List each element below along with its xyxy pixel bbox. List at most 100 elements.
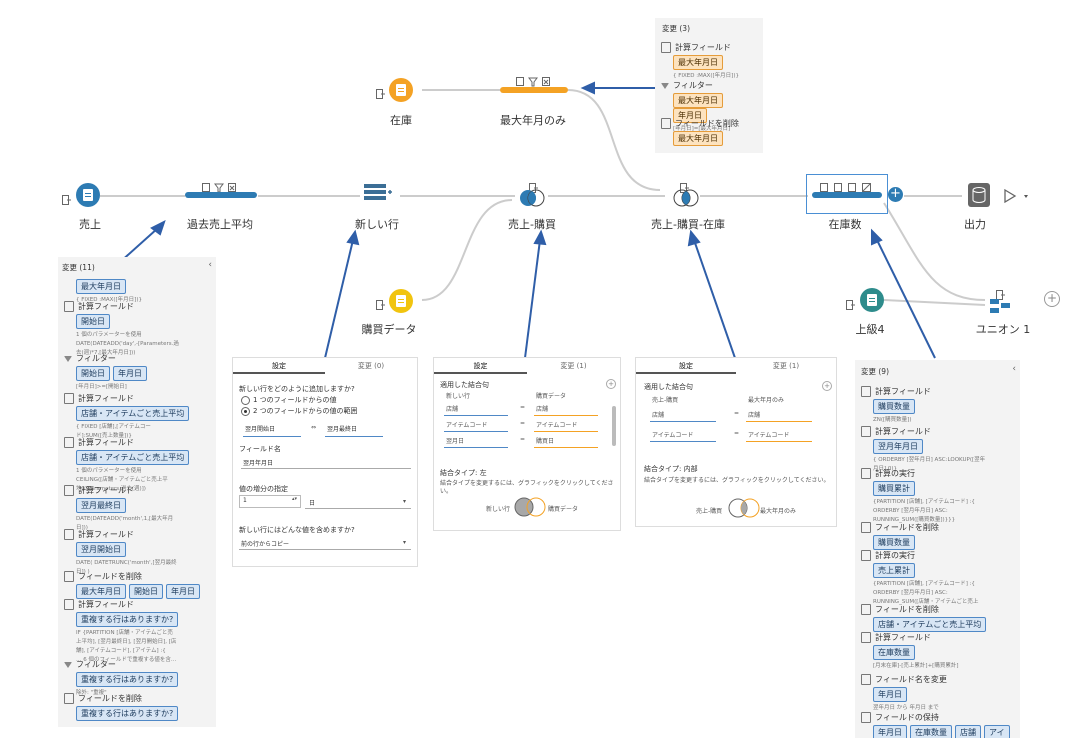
new-rows-step-icon[interactable] [364,184,392,208]
join-right-field[interactable]: 店舗 [748,412,761,419]
increment-stepper[interactable]: 1 ▴▾ [239,495,301,508]
scrollbar[interactable] [612,406,616,446]
change-item[interactable]: 計算フィールド重複する行はありますか?IF {PARTITION [店舗・アイテ… [64,599,212,663]
field-name-input[interactable]: 翌月年月日 [243,460,274,467]
fill-method-select[interactable]: 前の行からコピー [241,541,290,548]
joukyu-node-icon[interactable] [860,288,884,312]
zaiko-node-label[interactable]: 在庫 [390,114,412,127]
join-right-field[interactable]: 店舗 [536,406,549,413]
tab-settings[interactable]: 設定 [636,358,736,374]
add-step-plus-icon[interactable]: + [888,187,903,202]
uriage-node-icon[interactable] [76,183,100,207]
panel-title: 変更 (11) [62,263,95,272]
inner-join-icon[interactable] [672,189,702,211]
change-item[interactable]: 計算フィールド店舗・アイテムごと売上平均{ FIXED [店舗],[アイテムコー… [64,393,212,439]
saidai-node-bar[interactable] [500,87,568,93]
changes-panel-saidai: 変更 (3) 計算フィールド 最大年月日 { FIXED :MAX([年月日])… [655,18,763,153]
chevron-down-icon[interactable]: ▾ [403,539,407,546]
add-clause-icon[interactable]: + [822,381,832,391]
atarashii-node-label[interactable]: 新しい行 [355,218,399,231]
saidai-node-label[interactable]: 最大年月のみ [500,114,566,127]
tab-settings[interactable]: 設定 [233,358,325,374]
field-name-underline [241,468,411,469]
change-item[interactable]: フィールドを削除 最大年月日 [661,118,759,146]
change-item[interactable]: フィールドを削除購買数量 [861,522,1016,550]
change-item[interactable]: フィールドを削除最大年月日開始日年月日 [64,571,212,599]
change-item[interactable]: フィールドを削除店舗・アイテムごと売上平均 [861,604,1016,632]
tab-settings[interactable]: 設定 [434,358,527,374]
collapse-chevron-icon[interactable]: ‹ [1012,364,1016,374]
tab-changes[interactable]: 変更 (1) [560,362,587,370]
change-detail: RUNNING_SUM([店舗・アイテムごと売上 [873,599,979,605]
joukyu-node-label[interactable]: 上級4 [855,323,885,336]
range-to-field[interactable]: 翌月最終日 [327,426,358,433]
zaikosu-node-selection[interactable] [806,174,888,214]
inner-join-venn-icon[interactable] [726,498,762,520]
zaiko-node-icon[interactable] [389,78,413,102]
join-left-field[interactable]: 翌月日 [446,438,465,445]
change-item[interactable]: フィルター 最大年月日年月日 [年月日]=[最大年月日] [661,80,759,132]
change-item[interactable]: 最大年月日{ FIXED :MAX([年月日])} [64,277,212,303]
change-type: 計算フィールド [875,633,931,642]
left-join-icon[interactable] [518,189,548,211]
stepper-arrows-icon[interactable]: ▴▾ [291,496,297,502]
join-right-field[interactable]: アイテムコード [536,422,578,429]
increment-unit-select[interactable]: 日 [309,500,316,507]
change-item[interactable]: 計算フィールド在庫数量[月末在庫]-[売上累計]+[購買累計] [861,632,1016,669]
chevron-down-icon[interactable]: ▾ [403,498,407,505]
change-item[interactable]: 計算フィールド翌月年月日{ ORDERBY [翌年月日] ASC:LOOKUP(… [861,426,1016,472]
field-chip: 重複する行はありますか? [76,612,179,627]
left-table-header: 売上-購買 [652,397,679,404]
add-clause-icon[interactable]: + [606,379,616,389]
range-from-field[interactable]: 翌月開始日 [245,426,276,433]
change-item[interactable]: フィルター開始日年月日[年月日]>=[開始日] [64,353,212,390]
change-item[interactable]: フィルター重複する行はありますか?除外: "重複" [64,659,212,696]
change-item[interactable]: フィールドの保持年月日在庫数量店舗アイ [861,712,1016,738]
join-right-field[interactable]: アイテムコード [748,432,790,439]
run-flow-icon[interactable] [1004,188,1030,207]
kako-node-label[interactable]: 過去売上平均 [187,218,253,231]
range-to-underline [325,436,383,437]
tab-changes[interactable]: 変更 (0) [357,362,385,370]
change-detail: DATE(DATEADD('month',1,[最大年月 [76,516,174,522]
join-left-field[interactable]: アイテムコード [652,432,694,439]
uriage-kounyu-node-label[interactable]: 売上-購買 [508,218,556,231]
uriage-node-label[interactable]: 売上 [79,218,101,231]
uriage-kounyu-zaiko-node-label[interactable]: 売上-購買-在庫 [651,218,725,231]
collapse-chevron-icon[interactable]: ‹ [208,260,212,270]
union-node-label[interactable]: ユニオン 1 [975,323,1031,336]
change-item[interactable]: 計算の実行購買累計{PARTITION [店舗], [アイテムコード] :{OR… [861,468,1016,523]
change-detail: { FIXED :MAX([年月日])} [673,73,739,79]
join-hint: 結合タイプを変更するには、グラフィックをクリックしてください。 [440,480,614,495]
change-item[interactable]: フィールドを削除重複する行はありますか? [64,693,212,721]
change-item[interactable]: 計算フィールド 最大年月日 { FIXED :MAX([年月日])} [661,42,759,79]
tab-changes[interactable]: 変更 (1) [772,362,800,370]
left-join-venn-icon[interactable] [512,497,548,519]
add-union-plus-icon[interactable]: + [1044,291,1060,307]
join-right-field[interactable]: 購買日 [536,438,555,445]
zaikosu-node-label[interactable]: 在庫数 [828,218,862,231]
join-left-field[interactable]: 店舗 [446,406,459,413]
shutsuryoku-node-label[interactable]: 出力 [964,218,986,231]
change-item[interactable]: フィールド名を変更年月日翌年月日 から 年月日 まで [861,674,1016,711]
kako-node-bar[interactable] [185,192,257,198]
zaikosu-node-bar[interactable] [812,192,882,198]
output-node-icon[interactable] [968,183,990,207]
change-item[interactable]: 計算の実行売上累計{PARTITION [店舗], [アイテムコード] :{OR… [861,550,1016,605]
radio-range[interactable] [241,407,250,416]
change-type-icon [64,355,72,362]
union-step-icon[interactable] [990,298,1014,318]
kounyu-data-node-label[interactable]: 購買データ [361,323,417,336]
radio-single-field[interactable] [241,396,250,405]
join-left-field[interactable]: アイテムコード [446,422,488,429]
kounyu-data-node-icon[interactable] [389,289,413,313]
change-type-icon [861,522,871,533]
venn-right-label: 最大年月のみ [760,508,797,515]
join-left-field[interactable]: 店舗 [652,412,665,419]
field-chip: 年月日 [113,366,147,381]
